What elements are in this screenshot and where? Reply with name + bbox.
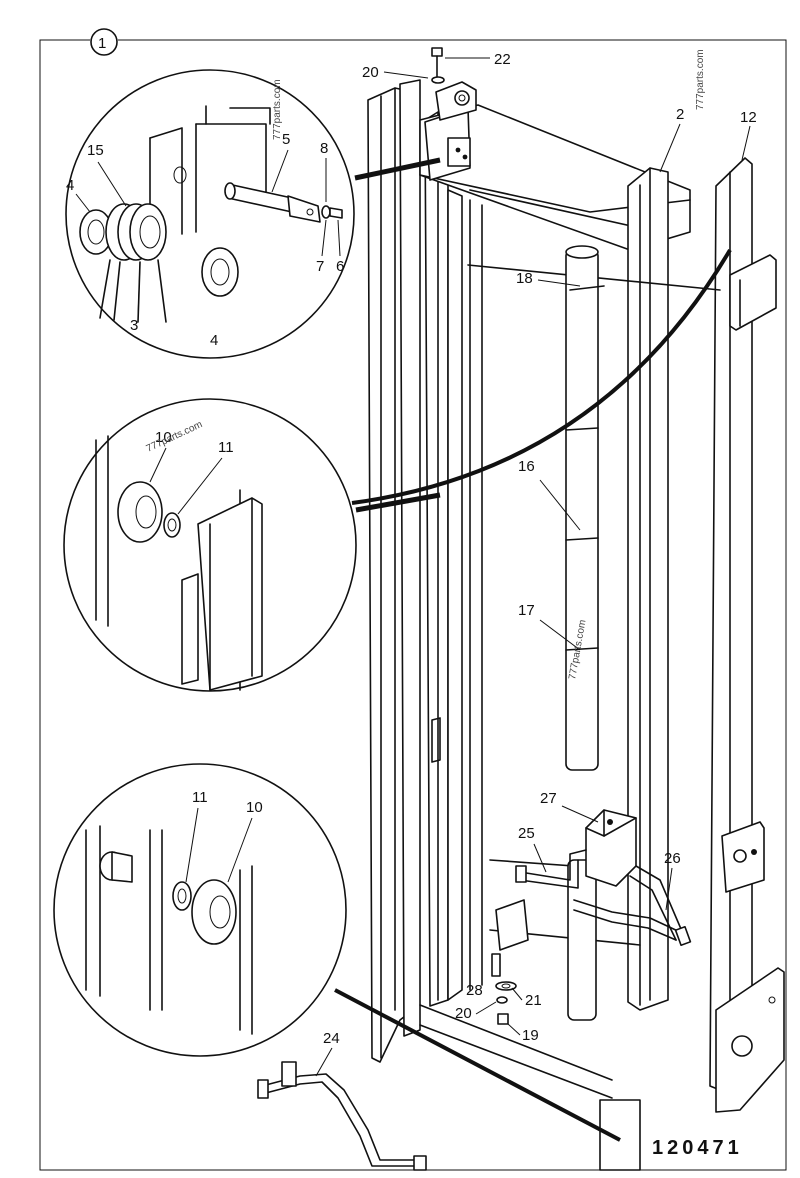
detail-circle-bottom <box>53 763 347 1057</box>
callout-18: 18 <box>516 270 533 287</box>
pipe-assembly <box>257 1061 427 1171</box>
figure-number: 1 <box>98 35 106 52</box>
callout-3: 3 <box>130 317 138 334</box>
leader-line-top <box>354 157 441 181</box>
bottom-hardware <box>431 47 529 1025</box>
callout-19: 19 <box>522 1027 539 1044</box>
callout-28: 28 <box>466 982 483 999</box>
leader-line-middle <box>355 492 441 513</box>
callout-7: 7 <box>316 258 324 275</box>
callout-20-top: 20 <box>362 64 379 81</box>
drawing-number: 120471 <box>652 1137 743 1159</box>
callout-17: 17 <box>518 602 535 619</box>
callout-11-middle: 11 <box>218 439 234 456</box>
valve-block-and-hoses <box>515 809 692 947</box>
watermark-top-right: 777parts.com <box>695 49 706 110</box>
callout-5: 5 <box>282 131 290 148</box>
callout-10-bottom: 10 <box>246 799 263 816</box>
callout-12: 12 <box>740 109 757 126</box>
callout-20-bottom: 20 <box>455 1005 472 1022</box>
callout-8: 8 <box>320 140 328 157</box>
leader-line-top-arc <box>351 248 732 505</box>
leader-line-bottom <box>334 988 621 1142</box>
callout-6: 6 <box>336 258 344 275</box>
callout-labels: 22 20 2 12 18 16 17 27 25 26 28 21 20 19… <box>66 51 757 1077</box>
callout-15: 15 <box>87 142 104 159</box>
diagram-frame <box>39 39 787 1171</box>
callout-4-left: 4 <box>66 177 74 194</box>
detail-circle-top <box>65 69 355 359</box>
callout-24: 24 <box>323 1030 340 1047</box>
detail-circle-middle <box>63 398 357 692</box>
callout-4-bottom: 4 <box>210 332 218 349</box>
callout-27: 27 <box>540 790 557 807</box>
callout-10-middle: 10 <box>155 429 172 446</box>
figure-number-circle <box>90 28 118 56</box>
callout-16: 16 <box>518 458 535 475</box>
callout-2: 2 <box>676 106 684 123</box>
callout-25: 25 <box>518 825 535 842</box>
callout-22: 22 <box>494 51 511 68</box>
callout-26: 26 <box>664 850 681 867</box>
callout-21: 21 <box>525 992 542 1009</box>
callout-11-bottom: 11 <box>192 789 208 806</box>
watermark-top-left: 777parts.com <box>272 79 283 140</box>
